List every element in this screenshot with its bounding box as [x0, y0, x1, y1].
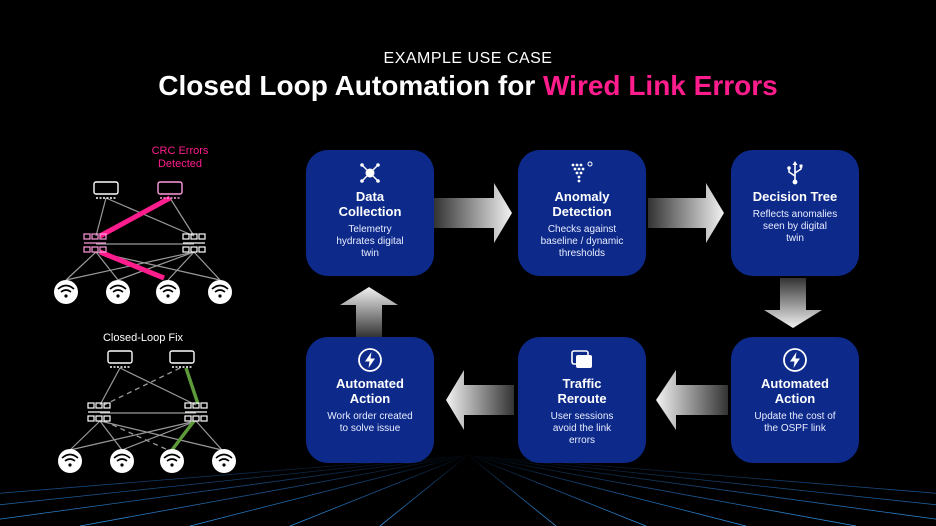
disabled-link-lower	[103, 420, 169, 451]
router-icon	[93, 181, 119, 199]
wifi-access-point-icon	[208, 280, 232, 304]
network-diagram-fixed	[58, 350, 236, 473]
card-description: Reflects anomalies seen by digital twin	[752, 209, 838, 244]
lightning-bolt-icon	[358, 348, 382, 372]
card-description: Update the cost of the OSPF link	[754, 411, 836, 434]
card-automated-action-left: Automated Action Work order created to s…	[306, 337, 434, 463]
card-anomaly-detection: Anomaly Detection Checks against baselin…	[518, 150, 646, 276]
error-link-upper	[98, 195, 172, 239]
wifi-access-point-icon	[156, 280, 180, 304]
wifi-access-point-icon	[58, 449, 82, 473]
page-title: Closed Loop Automation for Wired Link Er…	[0, 70, 936, 102]
card-automated-action-right: Automated Action Update the cost of the …	[731, 337, 859, 463]
wifi-access-point-icon	[54, 280, 78, 304]
rerouted-link-lower	[170, 419, 196, 452]
title-prefix: Closed Loop Automation for	[158, 70, 543, 101]
usb-tree-icon	[787, 161, 803, 185]
switch-icon	[182, 233, 206, 253]
dots-scatter-icon	[571, 161, 593, 183]
card-description: User sessions avoid the link errors	[550, 411, 614, 446]
card-title: Decision Tree	[752, 189, 838, 204]
title-accent: Wired Link Errors	[543, 70, 778, 101]
router-icon	[107, 350, 133, 368]
subtitle: EXAMPLE USE CASE	[383, 50, 553, 67]
card-description: Checks against baseline / dynamic thresh…	[540, 224, 624, 259]
rerouted-link-upper	[184, 367, 200, 405]
card-description: Work order created to solve issue	[327, 411, 413, 434]
card-data-collection: Data Collection Telemetry hydrates digit…	[306, 150, 434, 276]
windows-stack-icon	[571, 350, 592, 368]
card-title: Automated Action	[761, 376, 829, 406]
router-icon	[169, 350, 195, 368]
card-description: Telemetry hydrates digital twin	[336, 224, 404, 259]
network-node-icon	[360, 163, 380, 183]
card-title: Traffic Reroute	[557, 376, 607, 406]
router-icon-error	[157, 181, 183, 199]
wifi-access-point-icon	[110, 449, 134, 473]
wifi-access-point-icon	[160, 449, 184, 473]
card-decision-tree: Decision Tree Reflects anomalies seen by…	[731, 150, 859, 276]
wifi-access-point-icon	[106, 280, 130, 304]
disabled-link-upper	[103, 367, 181, 406]
wifi-access-point-icon	[212, 449, 236, 473]
error-link-lower	[99, 249, 165, 281]
card-title: Automated Action	[336, 376, 404, 406]
crc-errors-label: CRC Errors Detected	[151, 145, 209, 170]
network-diagram-errors	[54, 181, 232, 304]
switch-icon	[184, 402, 208, 422]
switch-icon	[87, 402, 111, 422]
card-traffic-reroute: Traffic Reroute User sessions avoid the …	[518, 337, 646, 463]
card-title: Anomaly Detection	[552, 189, 612, 219]
switch-icon-error	[83, 233, 107, 253]
closed-loop-fix-label: Closed-Loop Fix	[102, 332, 184, 344]
lightning-bolt-icon	[783, 348, 807, 372]
card-title: Data Collection	[338, 189, 402, 219]
